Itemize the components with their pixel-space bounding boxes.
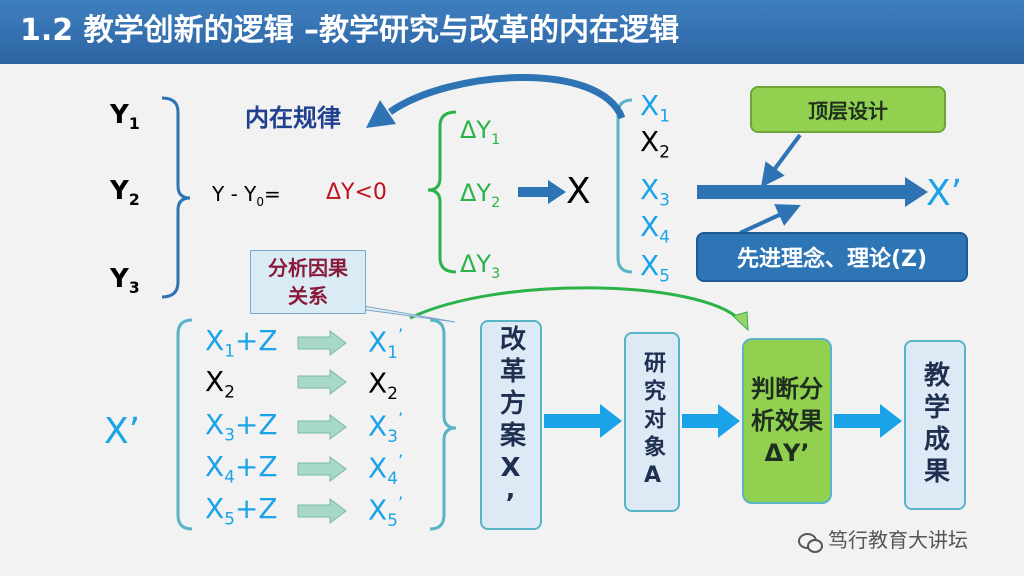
curve-arrow-inner-law <box>387 74 626 120</box>
teaching-result-box: 教学成果 <box>904 340 966 510</box>
transform-lhs: X4+Z <box>205 450 278 487</box>
x-label: X <box>566 171 591 212</box>
arrow-delta-to-x <box>518 180 566 204</box>
causal-analysis-callout: 分析因果关系 <box>250 250 366 314</box>
arrow-theory <box>739 204 801 235</box>
flow-arrow-3 <box>834 404 902 438</box>
research-object-box: 研究对象A <box>624 332 680 512</box>
y-item: Y1 <box>110 100 140 134</box>
top-design-box: 顶层设计 <box>750 86 946 133</box>
delta-less-label: ΔY<0 <box>326 180 387 205</box>
delta-item: ΔY2 <box>460 179 501 211</box>
x-item: X1 <box>640 89 670 126</box>
transform-left-bracket <box>176 318 193 531</box>
wechat-icon <box>798 532 823 553</box>
transform-rhs: X4’ <box>368 451 404 488</box>
x-item: X4 <box>640 210 670 247</box>
y-item: Y2 <box>110 176 140 210</box>
curve-arrow-causal <box>409 286 742 322</box>
transform-lhs: X3+Z <box>205 408 278 445</box>
y-bracket <box>161 96 191 299</box>
delta-item: ΔY1 <box>460 116 501 148</box>
research-object-text: 研究对象A <box>640 350 665 494</box>
inner-law-label: 内在规律 <box>245 104 341 132</box>
delta-item: ΔY3 <box>460 250 501 282</box>
arrow-long-x-prime <box>697 177 928 207</box>
transform-lhs: X2 <box>205 365 235 402</box>
transform-rhs: X5’ <box>368 493 404 530</box>
effect-analysis-text: 判断分析效果ΔY’ <box>751 375 823 467</box>
transform-rhs: X1’ <box>368 325 404 362</box>
transform-arrows <box>297 330 347 524</box>
x-item: X3 <box>640 173 670 210</box>
teaching-result-text: 教学成果 <box>919 361 950 489</box>
flow-arrow-1 <box>544 404 622 438</box>
watermark-text: 笃行教育大讲坛 <box>828 528 968 552</box>
x-prime-label: X’ <box>926 173 963 214</box>
formula-label: Y - Y0= <box>212 182 281 209</box>
effect-analysis-box: 判断分析效果ΔY’ <box>742 338 832 504</box>
transform-lhs: X1+Z <box>205 324 278 361</box>
x-prime-left-label: X’ <box>104 411 141 452</box>
x-bracket <box>616 98 633 274</box>
transform-rhs: X2 <box>368 366 398 403</box>
curve-arrowhead-causal <box>732 311 749 332</box>
flow-arrow-2 <box>682 404 740 438</box>
page-title: 1.2 教学创新的逻辑 –教学研究与改革的内在逻辑 <box>20 13 680 48</box>
y-item: Y3 <box>110 264 140 298</box>
x-item: X5 <box>640 249 670 286</box>
reform-plan-box: 改革方案X’ <box>480 320 542 530</box>
transform-lhs: X5+Z <box>205 492 278 529</box>
header-bar: 1.2 教学创新的逻辑 –教学研究与改革的内在逻辑 <box>0 0 1024 64</box>
arrow-top-design <box>760 133 802 188</box>
advanced-theory-box: 先进理念、理论(Z) <box>696 232 968 282</box>
curve-arrowhead-inner-law <box>366 100 396 128</box>
x-item: X2 <box>640 125 670 162</box>
delta-brace <box>427 110 457 274</box>
reform-plan-text: 改革方案X’ <box>495 325 526 525</box>
watermark: 笃行教育大讲坛 <box>798 528 968 553</box>
transform-right-brace <box>429 318 457 531</box>
transform-rhs: X3’ <box>368 409 404 446</box>
